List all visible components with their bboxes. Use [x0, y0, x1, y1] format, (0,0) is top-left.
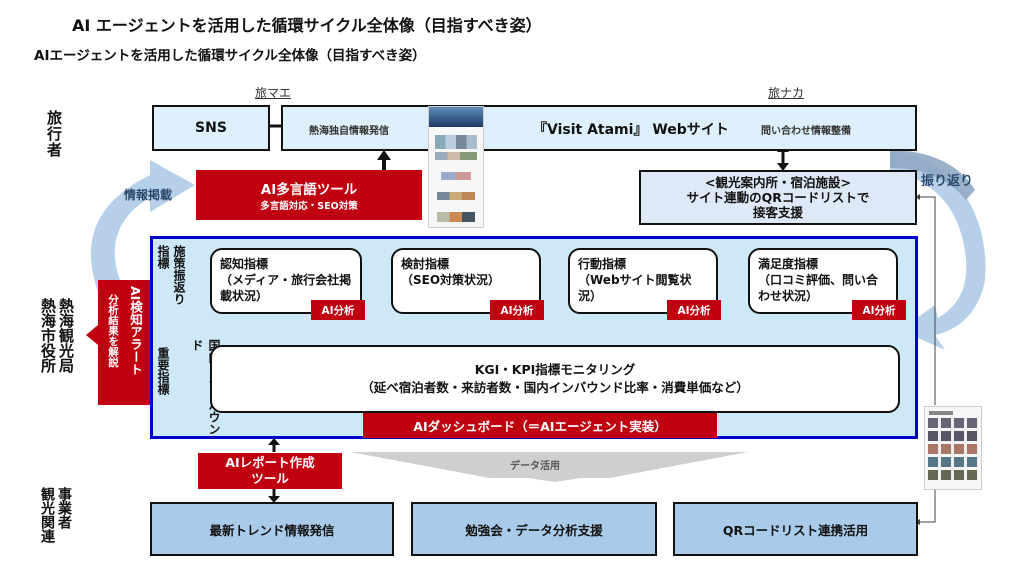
kgi-label-2: 重要指標: [156, 347, 170, 395]
qr-support-box: <観光案内所・宿泊施設> サイト連動のQRコードリストで 接客支援: [639, 170, 917, 225]
row-label-biz-2: 観光関連: [39, 487, 55, 543]
row-label-traveler: 旅行者: [45, 110, 63, 158]
qr-list-box: QRコードリスト連携活用: [673, 502, 918, 556]
row-label-city-1: 熱海観光局: [57, 298, 75, 373]
ai-multilang-tool: AI多言語ツール 多言語対応・SEO対策: [196, 170, 422, 220]
trend-box: 最新トレンド情報発信: [150, 502, 394, 556]
qr-support-line1: <観光案内所・宿泊施設>: [705, 175, 851, 190]
inquiry-label: 問い合わせ情報整備: [761, 126, 851, 137]
qr-feedback-line: [920, 196, 936, 405]
review-label: 振り返り: [921, 174, 974, 189]
indicator-title: 検討指標: [401, 257, 450, 271]
kgi-monitoring-box: KGI・KPI指標モニタリング （延べ宿泊者数・来訪者数・国内インバウンド比率・…: [210, 345, 900, 413]
ai-alert-title: AI検知アラート: [128, 286, 143, 376]
ai-alert-pointer: [86, 325, 98, 345]
data-use-label: データ活用: [510, 461, 560, 472]
indicator-detail: （Webサイト閲覧状況）: [578, 273, 692, 303]
policy-label-1: 施策振返り: [172, 245, 186, 305]
indicator-title: 満足度指標: [758, 257, 819, 271]
sns-box: SNS: [152, 105, 270, 151]
publish-label: 情報掲載: [124, 188, 173, 202]
thumbnail-hero: [429, 107, 483, 127]
qr-support-line3: 接客支援: [752, 205, 803, 220]
trend-label: 最新トレンド情報発信: [209, 522, 335, 538]
study-box: 勉強会・データ分析支援: [411, 502, 657, 556]
ai-analysis-tag: AI分析: [852, 300, 906, 320]
study-label: 勉強会・データ分析支援: [465, 522, 603, 538]
qr-list-thumbnail: [924, 406, 982, 490]
indicator-card-awareness: 認知指標 （メディア・旅行会社掲載状況）: [210, 248, 362, 314]
ai-multilang-title: AI多言語ツール: [260, 182, 358, 198]
website-label: 『Visit Atami』 Webサイト: [533, 122, 729, 138]
kgi-line1: KGI・KPI指標モニタリング: [474, 362, 636, 377]
phase-label-tabimae: 旅マエ: [255, 86, 292, 100]
indicator-detail: （SEO対策状況）: [401, 273, 501, 287]
indicator-detail: （口コミ評価、問い合わせ状況）: [758, 273, 879, 303]
website-thumbnail: [428, 106, 484, 228]
indicator-title: 認知指標: [220, 257, 269, 271]
atami-info-label: 熱海独自情報発信: [309, 126, 389, 137]
page-title: AI エージェントを活用した循環サイクル全体像（目指すべき姿）: [72, 16, 542, 35]
kgi-line2: （延べ宿泊者数・来訪者数・国内インバウンド比率・消費単価など）: [361, 380, 749, 395]
ai-report-tool: AIレポート作成 ツール: [198, 453, 342, 489]
ai-analysis-tag: AI分析: [667, 300, 721, 320]
indicator-title: 行動指標: [578, 257, 627, 271]
page-subtitle: AIエージェントを活用した循環サイクル全体像（目指すべき姿）: [34, 48, 426, 64]
ai-report-line2: ツール: [251, 471, 289, 486]
policy-label-2: 指標: [156, 245, 170, 269]
ai-alert-box: AI検知アラート 分析結果を解説: [98, 280, 150, 405]
ai-dashboard-bar: AIダッシュボード（＝AIエージェント実装）: [363, 413, 717, 438]
ai-analysis-tag: AI分析: [311, 300, 365, 320]
ai-analysis-tag: AI分析: [490, 300, 544, 320]
qr-list-label: QRコードリスト連携活用: [722, 522, 869, 538]
ai-report-line1: AIレポート作成: [225, 455, 315, 470]
phase-label-tabinaka: 旅ナカ: [768, 86, 805, 100]
row-label-biz-1: 事業者: [56, 487, 72, 529]
sns-label: SNS: [195, 120, 227, 136]
row-label-city-2: 熱海市役所: [39, 298, 57, 373]
ai-multilang-subtitle: 多言語対応・SEO対策: [260, 201, 358, 212]
website-box: 熱海独自情報発信 『Visit Atami』 Webサイト 問い合わせ情報整備: [281, 105, 917, 151]
qr-support-line2: サイト連動のQRコードリストで: [686, 190, 870, 205]
ai-alert-subtitle: 分析結果を解説: [107, 294, 119, 368]
indicator-detail: （メディア・旅行会社掲載状況）: [220, 273, 352, 303]
qr-list-line: [920, 490, 936, 523]
